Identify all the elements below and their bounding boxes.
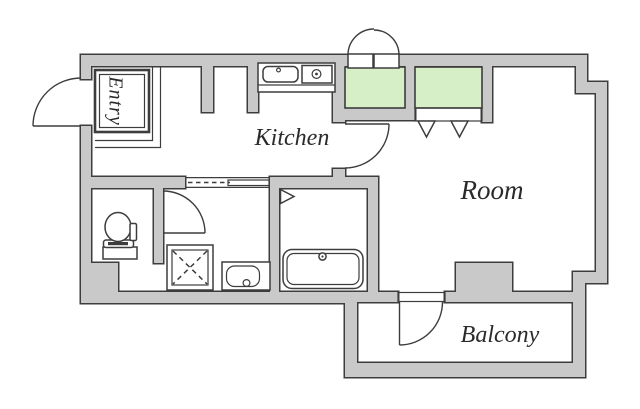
- closet-folding-door-marks: [414, 107, 483, 139]
- entry-label: Entry: [104, 75, 126, 125]
- washroom-door: [162, 190, 206, 234]
- entry-step: [93, 66, 162, 149]
- washing-machine-space: [166, 244, 214, 291]
- double-swing-doors: [347, 28, 400, 69]
- kitchen-counter: [257, 62, 336, 93]
- bathtub: [282, 248, 364, 290]
- bathroom-door-marker: [279, 188, 296, 205]
- vanity-sink: [221, 261, 271, 291]
- toilet: [102, 211, 138, 260]
- entrance-door: [32, 77, 82, 127]
- closet-2: [414, 66, 483, 109]
- balcony-label: Balcony: [461, 322, 540, 348]
- kitchen-sink-icon: [262, 65, 299, 83]
- balcony-door: [397, 291, 446, 346]
- closet-1: [344, 66, 406, 109]
- stove-icon: [301, 64, 333, 84]
- room-label: Room: [460, 175, 524, 205]
- kitchen-label: Kitchen: [254, 125, 330, 151]
- sliding-door: [185, 177, 270, 188]
- kitchen-room-door: [344, 123, 390, 169]
